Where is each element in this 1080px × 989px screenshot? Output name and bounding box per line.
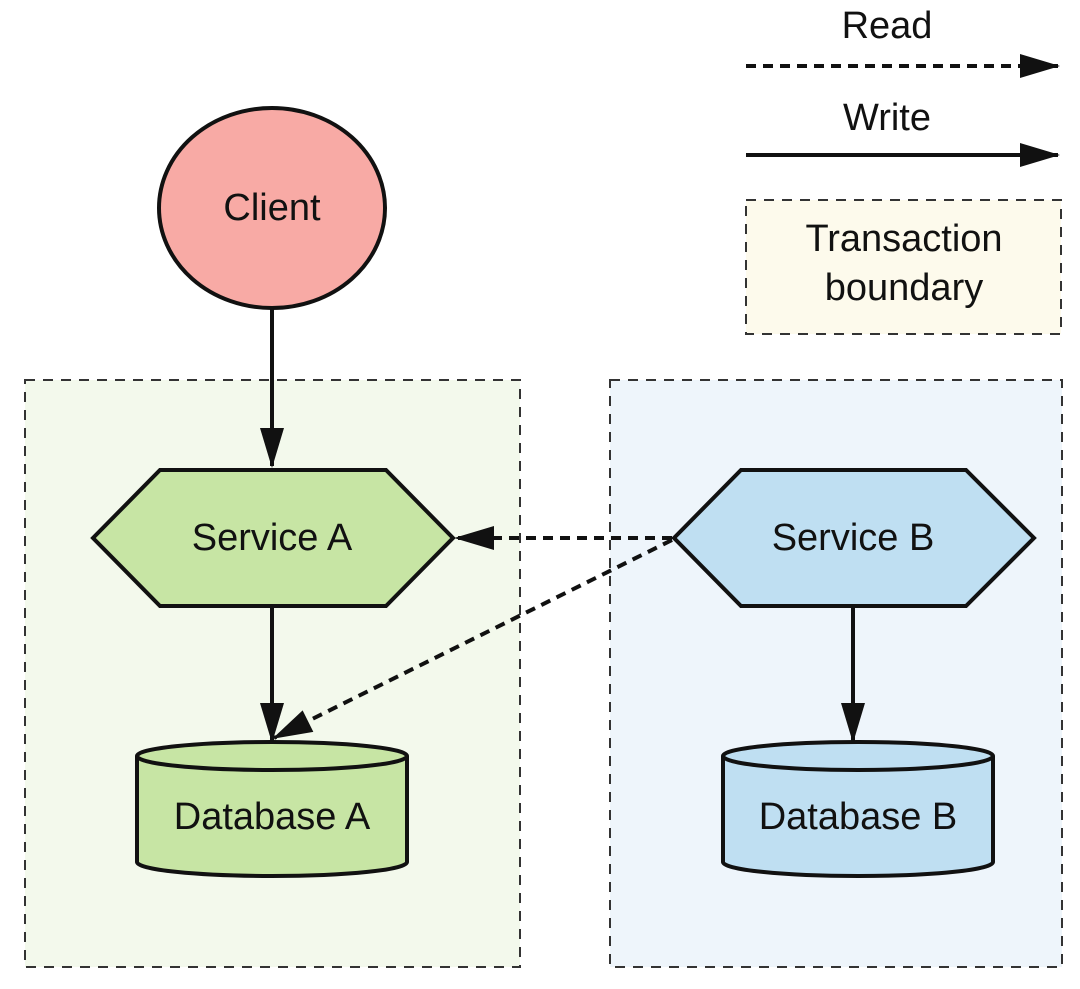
legend-boundary-label-line2: boundary xyxy=(825,267,983,309)
database-b-label: Database B xyxy=(759,796,958,838)
service-a-node xyxy=(90,468,456,608)
database-a-node xyxy=(135,740,409,878)
service-b-node xyxy=(671,468,1037,608)
client-label: Client xyxy=(223,187,321,229)
legend-boundary-label-line1: Transaction xyxy=(805,218,1002,260)
legend-read-label: Read xyxy=(842,5,933,47)
database-b-node xyxy=(721,740,995,878)
client-node xyxy=(157,106,387,310)
edge-service-b-to-database-a-read xyxy=(272,538,673,740)
legend-write-label: Write xyxy=(843,97,931,139)
service-a-label: Service A xyxy=(192,517,353,559)
legend-transaction-boundary xyxy=(745,199,1062,335)
database-a-label: Database A xyxy=(174,796,371,838)
service-b-label: Service B xyxy=(772,517,935,559)
